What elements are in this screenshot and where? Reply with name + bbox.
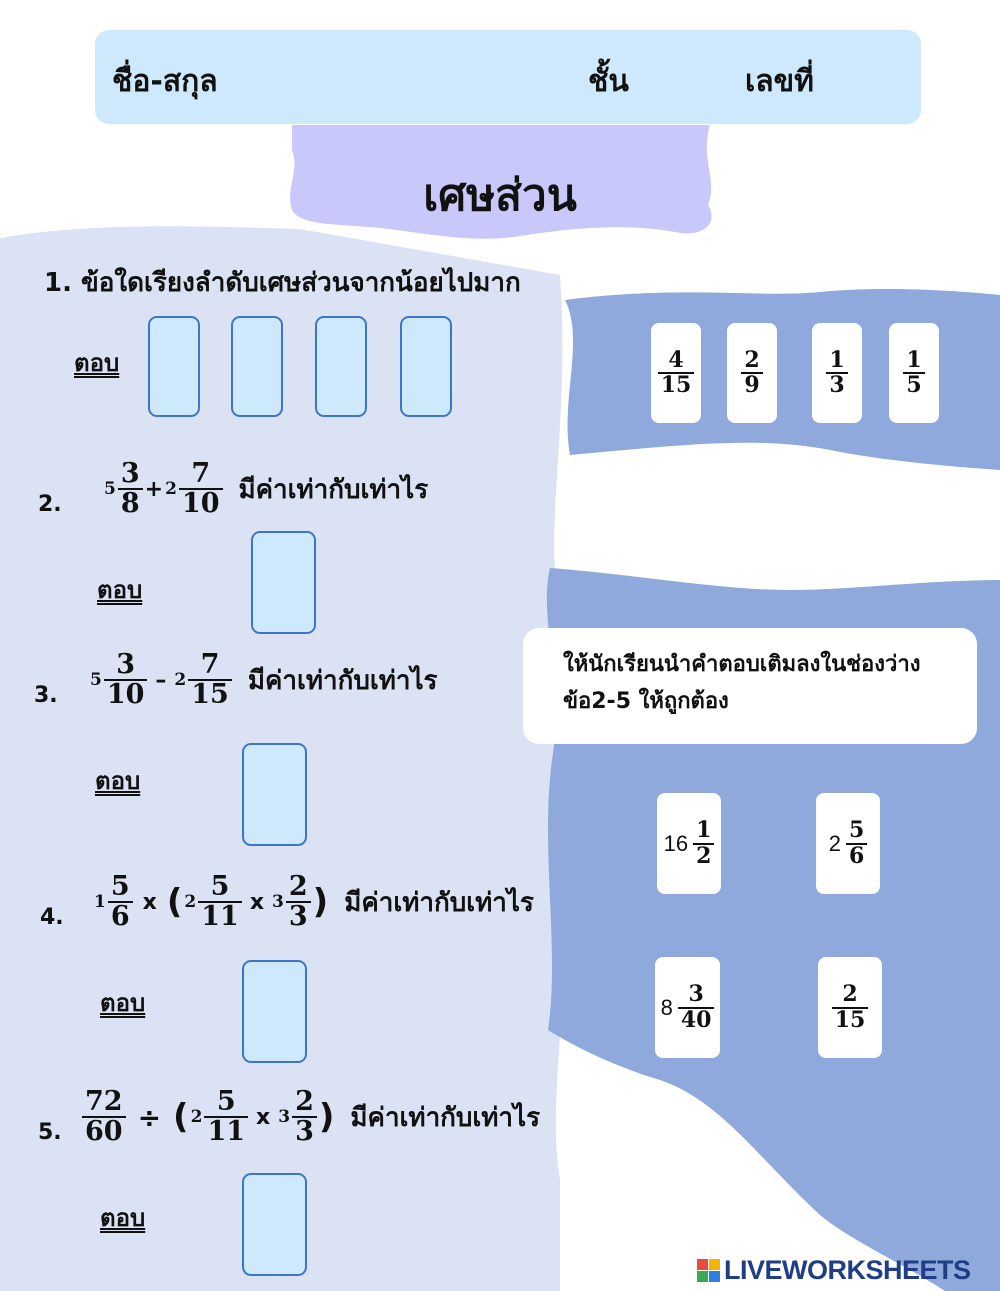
answer-3-label: ตอบ [95,767,141,795]
answer-1-box-2[interactable] [231,316,283,417]
answer-1-box-1[interactable] [148,316,200,417]
logo-icon [697,1259,720,1282]
header-bar [95,30,921,124]
answer-3-box[interactable] [242,743,307,846]
liveworksheets-logo: LIVEWORKSHEETS [697,1255,971,1286]
question-3-number: 3. [34,683,58,708]
answer-2-box[interactable] [251,531,316,634]
answer-4-label: ตอบ [100,989,146,1017]
number-label: เลขที่ [745,64,814,99]
answer-1-box-4[interactable] [400,316,452,417]
instruction-card: ให้นักเรียนนำคำตอบเติมลงในช่องว่าง ข้อ2-… [523,628,977,744]
title-blob [290,125,712,239]
question-2-number: 2. [38,492,62,517]
class-label: ชั้น [588,64,629,99]
question-1-number: 1. [44,268,72,298]
name-label: ชื่อ-สกุล [112,64,218,99]
question-5-number: 5. [38,1120,62,1145]
answer-1-box-3[interactable] [315,316,367,417]
question-4-number: 4. [40,905,64,930]
instruction-line-1: ให้นักเรียนนำคำตอบเติมลงในช่องว่าง [563,652,921,677]
answer-2-label: ตอบ [97,576,143,604]
answer-5-box[interactable] [242,1173,307,1276]
instruction-line-2: ข้อ2-5 ให้ถูกต้อง [563,689,729,715]
answer-5-label: ตอบ [100,1204,146,1232]
page-title: เศษส่วน [423,170,577,221]
logo-text: LIVEWORKSHEETS [724,1255,971,1285]
question-1-text: ข้อใดเรียงลำดับเศษส่วนจากน้อยไปมาก [81,268,521,298]
right-panel-bottom-shape [546,568,1000,1291]
answer-1-label: ตอบ [74,349,120,377]
answer-4-box[interactable] [242,960,307,1063]
question-1: 1. ข้อใดเรียงลำดับเศษส่วนจากน้อยไปมาก [44,262,521,303]
